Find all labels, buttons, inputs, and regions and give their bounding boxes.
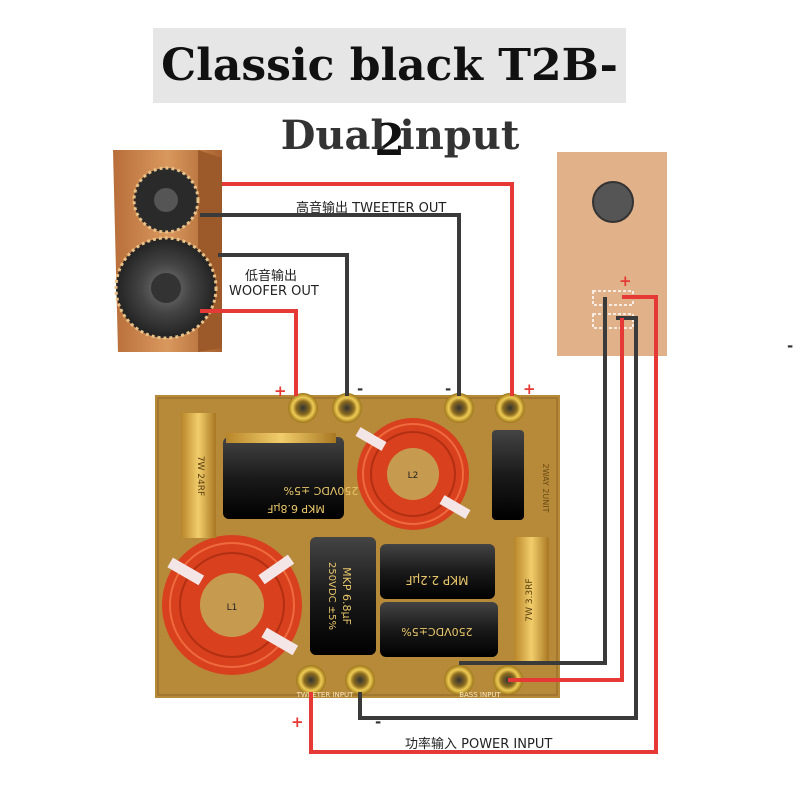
power-input-minus-wire-b <box>459 297 607 665</box>
port-icon <box>592 181 634 223</box>
cap-6-8-a-rating: 250VDC ±5% <box>284 484 359 497</box>
woofer-out-plus-wire <box>200 309 298 396</box>
tweeter-plus-sign: + <box>523 380 536 398</box>
coil-l1-label: L1 <box>227 603 238 613</box>
resistor-7w-24rf-icon <box>181 413 216 538</box>
tweeter-out-minus-terminal-icon <box>444 393 474 423</box>
woofer-out-label-en: WOOFER OUT <box>229 284 319 299</box>
res-24rf-label: 7W 24RF <box>195 456 205 496</box>
cap-6-8-a-label: MKP 6.8μF <box>267 502 325 515</box>
tweeter-in-minus-terminal-icon <box>345 665 375 695</box>
tweeter-out-plus-terminal-icon <box>495 393 525 423</box>
coil-l1-icon <box>162 535 302 675</box>
resistor-7w-3-3rf-icon <box>514 537 549 662</box>
coil-l2-label: L2 <box>408 471 419 481</box>
tweeter-minus-sign: - <box>445 380 452 398</box>
title-banner <box>153 28 626 103</box>
woofer-plus-sign: + <box>274 382 287 400</box>
tweeter-out-label: 高音输出 TWEETER OUT <box>296 201 447 216</box>
cap-mkp-2-2-b-icon <box>380 602 498 657</box>
woofer-out-minus-wire <box>218 253 349 396</box>
cap-mkp-6-8-b-icon <box>310 537 376 655</box>
woofer-minus-sign: - <box>357 380 364 398</box>
right-speaker-back <box>557 152 667 356</box>
cap-2-2-b-rating: 250VDC±5% <box>401 625 472 638</box>
tweeter-input-silk: TWEETER INPUT <box>296 691 354 699</box>
speaker-plus-sign: + <box>619 272 632 290</box>
cap-small-icon <box>492 430 524 520</box>
tweeter-out-minus-wire <box>200 213 461 396</box>
power-input-plus-wire-a <box>309 295 658 754</box>
woofer-out-label-cn: 低音输出 <box>245 269 298 284</box>
bass-in-minus-terminal-icon <box>444 665 474 695</box>
crossover-board: 250VDC ±5% MKP 6.8μF MKP 6.8μF 250VDC ±5… <box>155 393 560 699</box>
power-input-label: 功率输入 POWER INPUT <box>405 737 553 752</box>
woofer-out-plus-terminal-icon <box>288 393 318 423</box>
page-subtitle: Dual input <box>280 112 520 159</box>
input-plus-sign: + <box>291 713 304 731</box>
tweeter-out-plus-wire <box>222 182 514 396</box>
board-2way-label: 2WAY 2UNIT <box>541 463 550 512</box>
bass-input-silk: BASS INPUT <box>459 691 501 699</box>
edge-minus-sign: - <box>787 337 794 355</box>
cap-mkp-2-2-a-icon <box>380 544 495 599</box>
cap-2-2-a-label: MKP 2.2μF <box>405 573 468 587</box>
coil-l2-icon <box>355 418 471 530</box>
left-speaker-cabinet <box>113 150 222 352</box>
cap-6-8-b-label: MKP 6.8μF <box>340 567 353 625</box>
power-input-minus-wire-a <box>358 316 638 720</box>
power-input-plus-wire-b <box>508 318 624 682</box>
page-title: Classic black T2B-2 <box>161 40 618 166</box>
input-minus-sign: - <box>375 713 382 731</box>
tweeter-in-plus-terminal-icon <box>296 665 326 695</box>
cap-6-8-b-rating: 250VDC ±5% <box>326 562 337 630</box>
cap-mkp-6-8-a-icon <box>223 437 344 519</box>
res-3-3rf-label: 7W 3.3RF <box>525 578 535 621</box>
woofer-out-minus-terminal-icon <box>332 393 362 423</box>
